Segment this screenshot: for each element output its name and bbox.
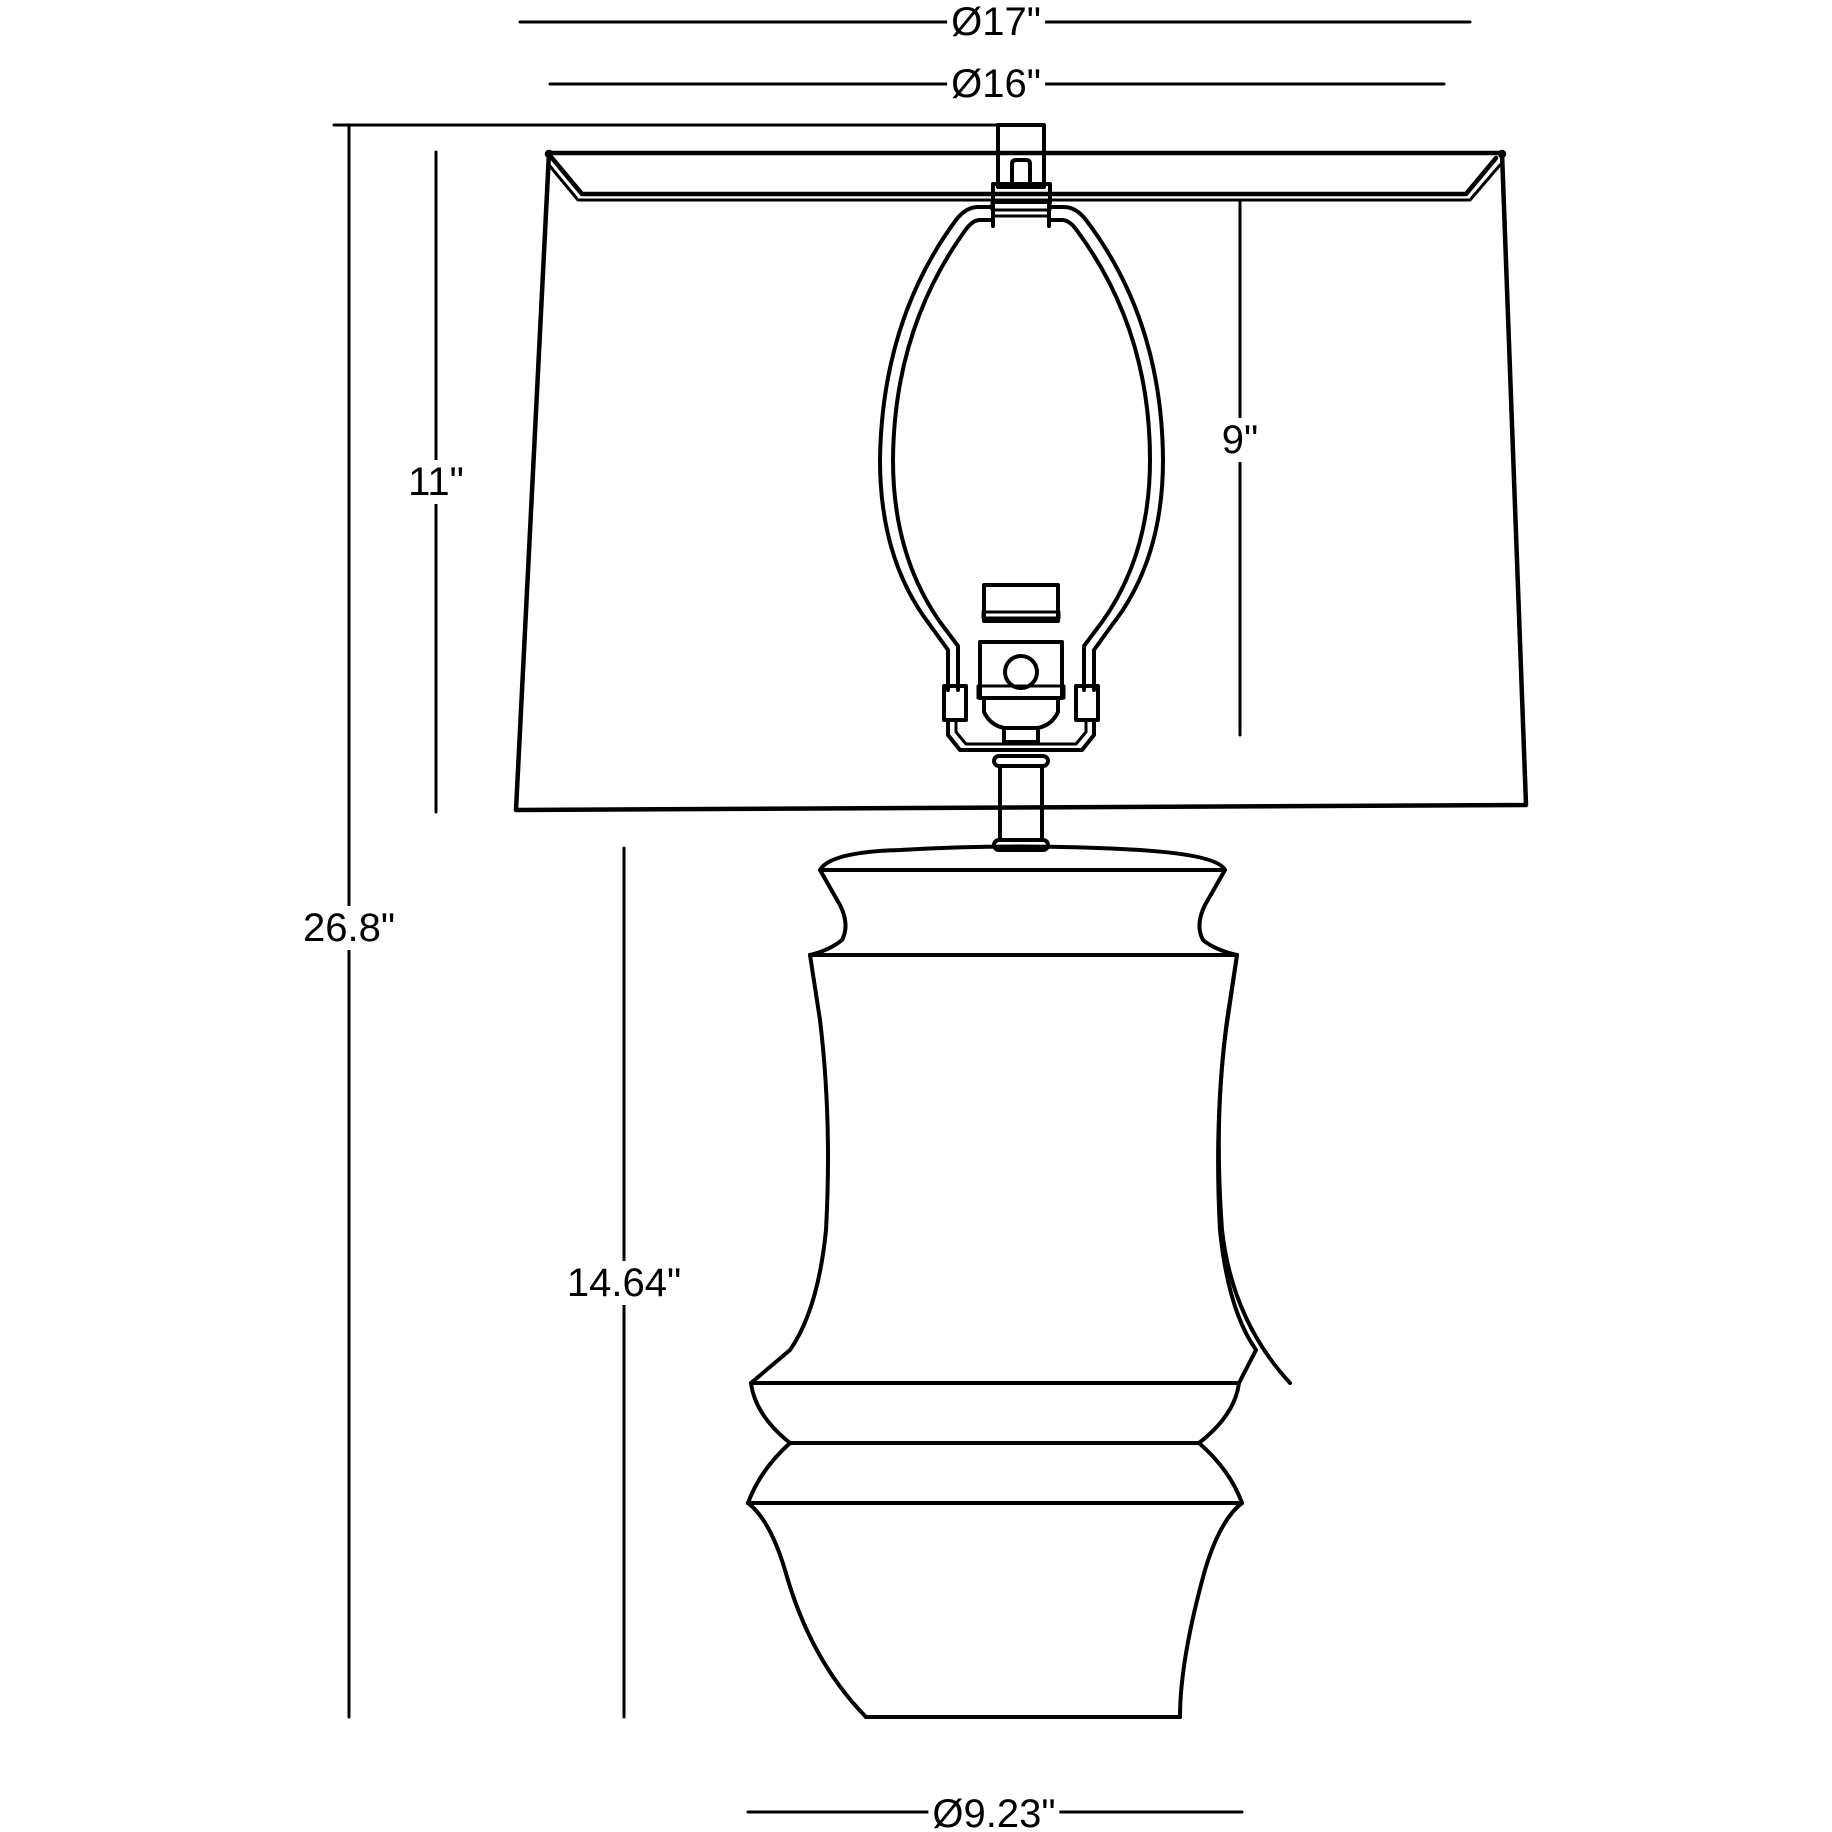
lamp-base	[746, 844, 1292, 1719]
harp	[878, 205, 1165, 692]
dimension-lines	[332, 20, 1472, 1814]
label-harp-height: 9"	[1219, 418, 1261, 462]
label-shade-top-inner-diameter: Ø16"	[947, 64, 1045, 104]
label-base-diameter: Ø9.23"	[928, 1794, 1060, 1832]
label-base-height: 14.64"	[564, 1261, 684, 1305]
label-overall-height: 26.8"	[300, 906, 398, 950]
label-shade-top-outer-diameter: Ø17"	[947, 2, 1045, 42]
neck	[992, 754, 1050, 852]
socket	[942, 583, 1100, 752]
lamp-shade	[513, 149, 1529, 813]
finial	[990, 123, 1052, 228]
label-shade-height: 11"	[406, 460, 466, 504]
